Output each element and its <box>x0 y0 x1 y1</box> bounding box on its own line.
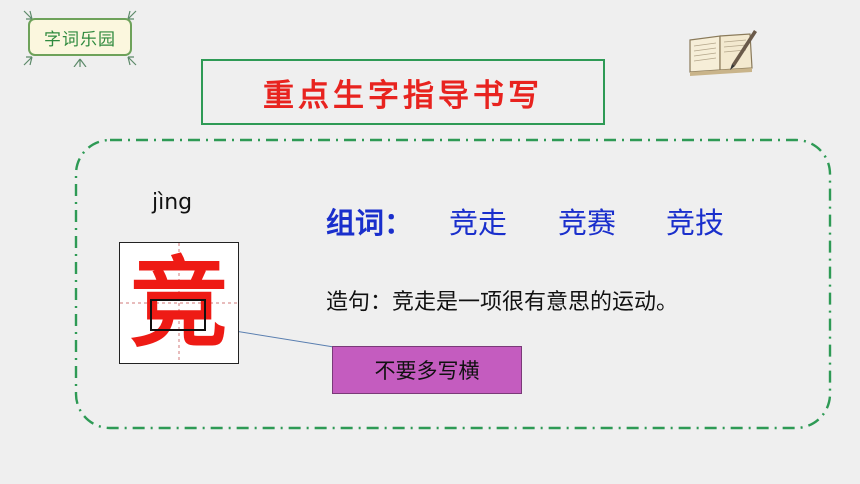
example-sentence: 造句：竞走是一项很有意思的运动。 <box>326 290 679 315</box>
word-item: 竞走 <box>449 206 508 240</box>
words-label: 组词： <box>326 206 414 240</box>
open-book-icon <box>689 30 757 76</box>
title-box: 重点生字指导书写 <box>201 59 605 125</box>
stroke-highlight-box <box>150 299 206 331</box>
featured-character: 竞 <box>129 246 228 361</box>
writing-tip-box: 不要多写横 <box>332 346 522 394</box>
content-frame <box>74 138 832 430</box>
word-item: 竞赛 <box>558 206 617 240</box>
word-item: 竞技 <box>666 206 725 240</box>
badge-box: 字词乐园 <box>28 18 132 56</box>
badge-label: 字词乐园 <box>44 29 116 50</box>
grid-guides <box>120 243 238 363</box>
character-grid: 竞 <box>119 242 239 364</box>
section-badge: 字词乐园 <box>22 9 138 67</box>
writing-tip-text: 不要多写横 <box>374 359 480 383</box>
pinyin-label: jìng <box>152 190 193 215</box>
page-title: 重点生字指导书写 <box>263 77 543 114</box>
